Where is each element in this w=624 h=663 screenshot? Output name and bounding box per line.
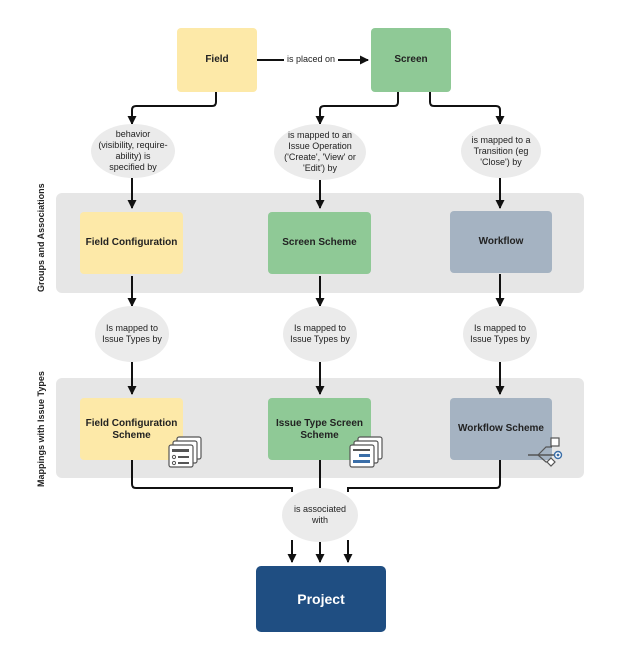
bubble-issue-types-1: Is mapped to Issue Types by <box>95 306 169 362</box>
workflow-scheme-icon <box>528 437 563 467</box>
edge-wfscheme-assoc <box>347 460 501 492</box>
node-project: Project <box>256 566 386 632</box>
node-screen-scheme: Screen Scheme <box>268 212 371 274</box>
edge-fcscheme-assoc <box>131 460 293 492</box>
node-field-configuration: Field Configuration <box>80 212 183 274</box>
node-field: Field <box>177 28 257 92</box>
field-config-scheme-icon <box>168 436 202 468</box>
edge-field-fieldconfig <box>127 92 217 125</box>
node-field-configuration-scheme: Field Configuration Scheme <box>80 398 183 460</box>
node-screen: Screen <box>371 28 451 92</box>
bubble-associated-with: is associated with <box>282 488 358 542</box>
bubble-issue-types-3: Is mapped to Issue Types by <box>463 306 537 362</box>
bubble-operation: is mapped to an Issue Operation ('Create… <box>274 124 366 180</box>
bubble-behavior: behavior (visibility, require-ability) i… <box>91 124 175 178</box>
bubble-transition: is mapped to a Transition (eg 'Close') b… <box>461 124 541 178</box>
node-workflow: Workflow <box>450 211 552 273</box>
issue-type-screen-scheme-icon <box>349 436 383 468</box>
bubble-issue-types-2: Is mapped to Issue Types by <box>283 306 357 362</box>
node-workflow-scheme: Workflow Scheme <box>450 398 552 460</box>
edge-label-placed-on: is placed on <box>284 54 339 64</box>
edge-screen-screenscheme <box>315 92 399 125</box>
edge-screen-workflow <box>429 92 505 125</box>
